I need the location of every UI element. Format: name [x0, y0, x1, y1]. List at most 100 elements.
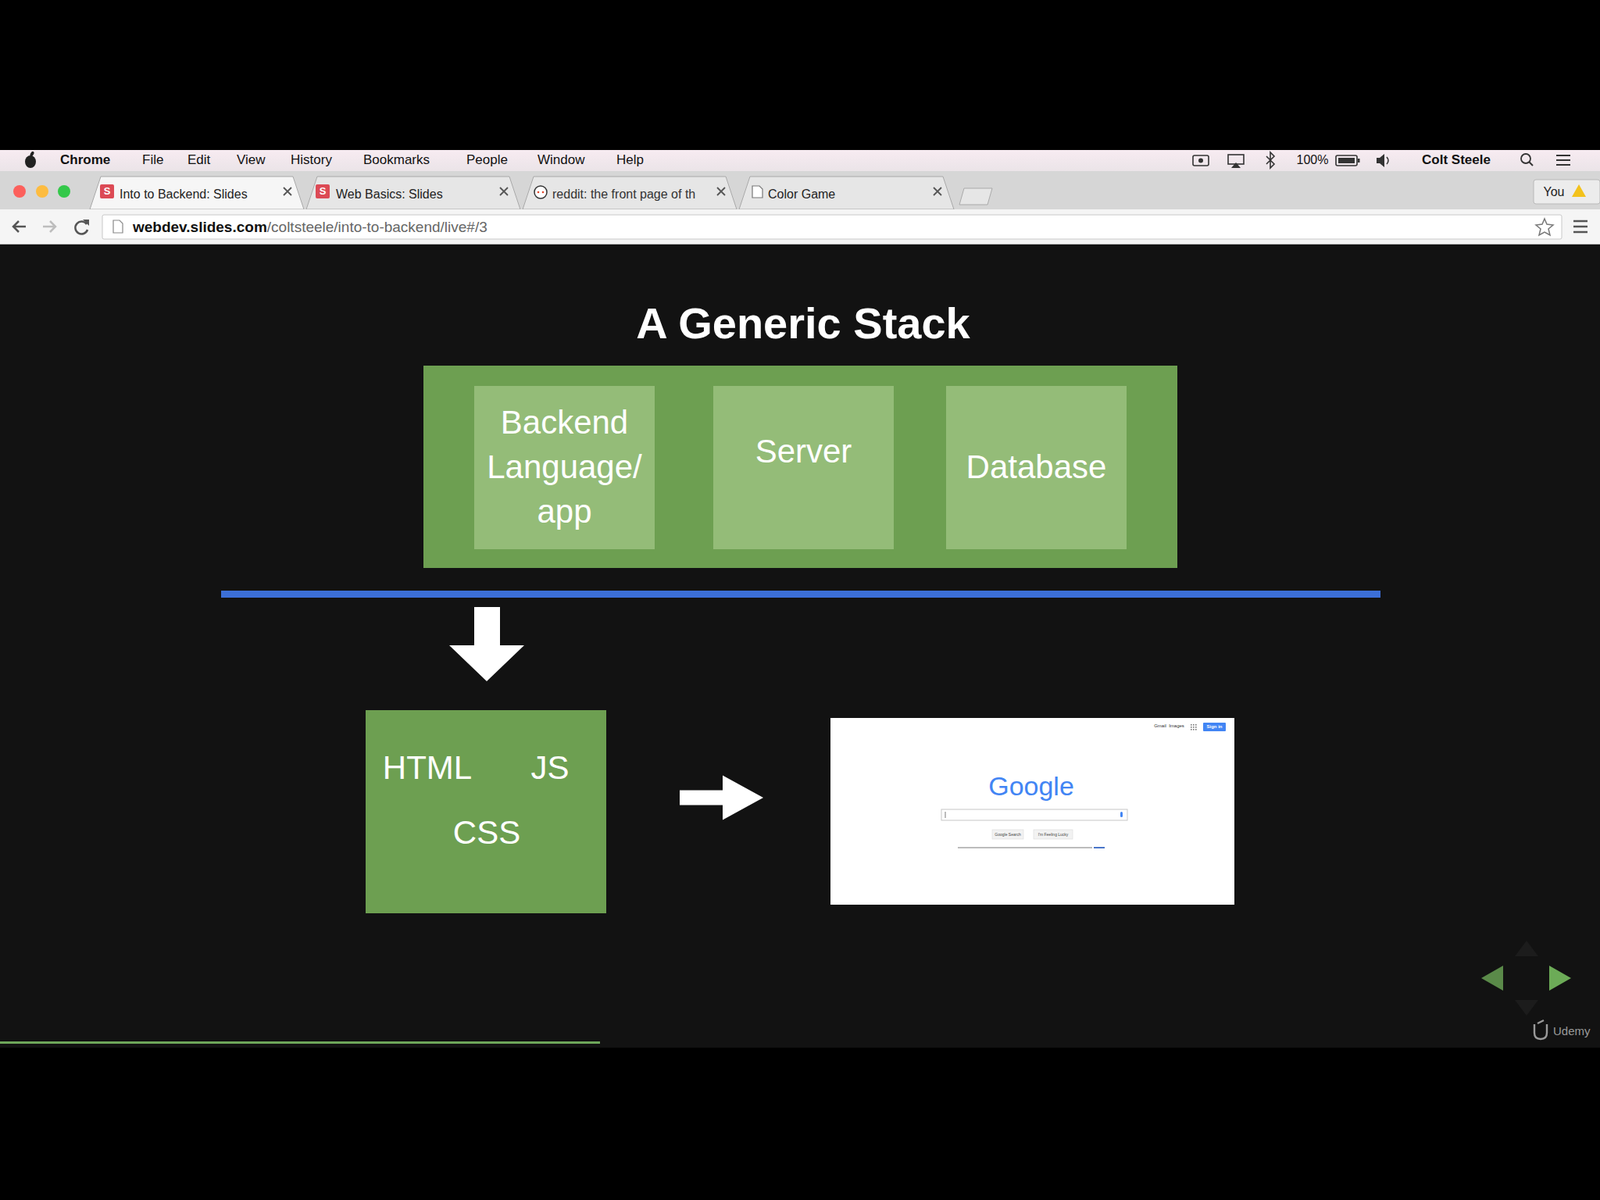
- nav-left-arrow: [1481, 965, 1504, 991]
- nav-down-arrow: [1514, 1000, 1539, 1016]
- node-text: Server: [724, 429, 883, 475]
- slide-title: A Generic Stack: [635, 296, 970, 350]
- stack-component-box: Database: [946, 385, 1127, 550]
- speaker-icon: [1376, 153, 1385, 168]
- reddit-favicon-eye: [537, 191, 540, 194]
- address-field: [102, 214, 1562, 240]
- reddit-favicon: [534, 185, 547, 199]
- apps-grid-dot: [1190, 724, 1193, 726]
- apps-grid-dot: [1190, 728, 1193, 731]
- tab-title: reddit: the front page of th: [552, 186, 696, 202]
- user-name: Colt Steele: [1421, 152, 1491, 168]
- profile-name: You: [1543, 184, 1565, 200]
- minimize-window-button: [35, 185, 49, 198]
- favicon-letter: S: [319, 185, 327, 198]
- browser-tab: [522, 176, 737, 210]
- menu-app-name: Chrome: [60, 152, 111, 168]
- apple-logo: [25, 155, 36, 168]
- tab-title: Color Game: [767, 186, 836, 202]
- apps-grid-dot: [1192, 726, 1195, 729]
- zoom-window-button: [57, 185, 71, 198]
- node-text: HTML: [382, 748, 472, 788]
- divider-line: [221, 590, 1381, 598]
- down-arrow: [449, 607, 525, 682]
- battery-nub: [1357, 158, 1361, 163]
- tab-title: Into to Backend: Slides: [119, 186, 248, 202]
- search-button: [992, 829, 1024, 840]
- menu-item: Edit: [187, 152, 211, 168]
- reload-arrowhead: [82, 219, 90, 226]
- tab-favicon: [315, 184, 330, 199]
- apps-grid-dot: [1192, 724, 1195, 726]
- apps-grid-dot: [1195, 724, 1197, 726]
- tab-close-icon: [717, 187, 725, 196]
- block-arrow: [679, 775, 764, 821]
- menu-item: File: [142, 152, 164, 168]
- apps-grid-dot: [1192, 728, 1195, 731]
- tab-title: Web Basics: Slides: [335, 186, 443, 202]
- browser-tab: [306, 176, 521, 210]
- node-text: Google: [988, 770, 1075, 803]
- chrome-menu-icon: [1573, 221, 1588, 233]
- url-path: /coltsteele/into-to-backend/live#/3: [267, 218, 488, 237]
- mic-icon: [1120, 811, 1123, 818]
- reload-button: [75, 221, 88, 235]
- page-link: Images: [1168, 723, 1185, 729]
- slide-background: [0, 244, 1600, 1048]
- button-text: Google Search: [994, 832, 1021, 837]
- new-tab-button: [959, 188, 993, 205]
- menu-item: Bookmarks: [363, 152, 430, 168]
- menu-item: Help: [616, 152, 644, 168]
- node-text: Database: [957, 445, 1116, 490]
- url-domain: webdev.slides.com: [132, 218, 268, 237]
- menu-item: People: [466, 152, 508, 168]
- page-info-icon: [113, 220, 123, 233]
- toolbar: [0, 209, 1600, 245]
- search-box: [941, 809, 1128, 821]
- page-favicon: [752, 185, 763, 198]
- bluetooth-icon: [1266, 152, 1275, 168]
- stack-component-box: Server: [713, 385, 894, 550]
- frontend-files-box: HTMLJSCSS: [365, 710, 607, 914]
- reddit-favicon-eye: [542, 191, 545, 194]
- active-browser-tab: [89, 176, 304, 210]
- apps-grid-dot: [1195, 728, 1197, 731]
- stack-component-box: Backend Language/ app: [474, 385, 655, 550]
- search-cursor: [945, 811, 947, 818]
- airplay-triangle: [1231, 162, 1241, 168]
- list-icon: [1556, 155, 1571, 165]
- footer-link-line: [1093, 846, 1105, 849]
- toolbar-border: [0, 243, 1600, 245]
- node-text: Backend Language/ app: [485, 400, 644, 534]
- speaker-waves: [1386, 157, 1389, 165]
- bookmark-star: [1535, 218, 1554, 236]
- tab-strip: [0, 171, 1600, 210]
- back-button: [13, 221, 26, 233]
- button-text: Sign in: [1207, 724, 1223, 730]
- button-text: I'm Feeling Lucky: [1038, 832, 1069, 837]
- page-screenshot-ground: [830, 717, 1235, 905]
- camera-icon: [1192, 155, 1209, 166]
- lucky-button: [1033, 829, 1073, 840]
- camera-lens: [1198, 158, 1204, 164]
- apple-logo-leaf: [29, 150, 36, 158]
- battery-fill: [1338, 157, 1355, 164]
- node-text: JS: [530, 748, 569, 788]
- menu-item: View: [236, 152, 266, 168]
- battery-percent: 100%: [1296, 152, 1329, 168]
- tab-close-icon: [283, 187, 292, 196]
- battery-icon: [1335, 155, 1358, 166]
- footer-text-line: [957, 846, 1093, 849]
- slide-progress-bar: [0, 1041, 600, 1044]
- menu-item: History: [290, 152, 333, 168]
- browser-tab: [739, 176, 954, 210]
- warning-icon: [1571, 184, 1586, 197]
- forward-button: [42, 221, 56, 233]
- udemy-logo-mark: [1534, 1020, 1547, 1040]
- sign-in-button: [1203, 722, 1226, 732]
